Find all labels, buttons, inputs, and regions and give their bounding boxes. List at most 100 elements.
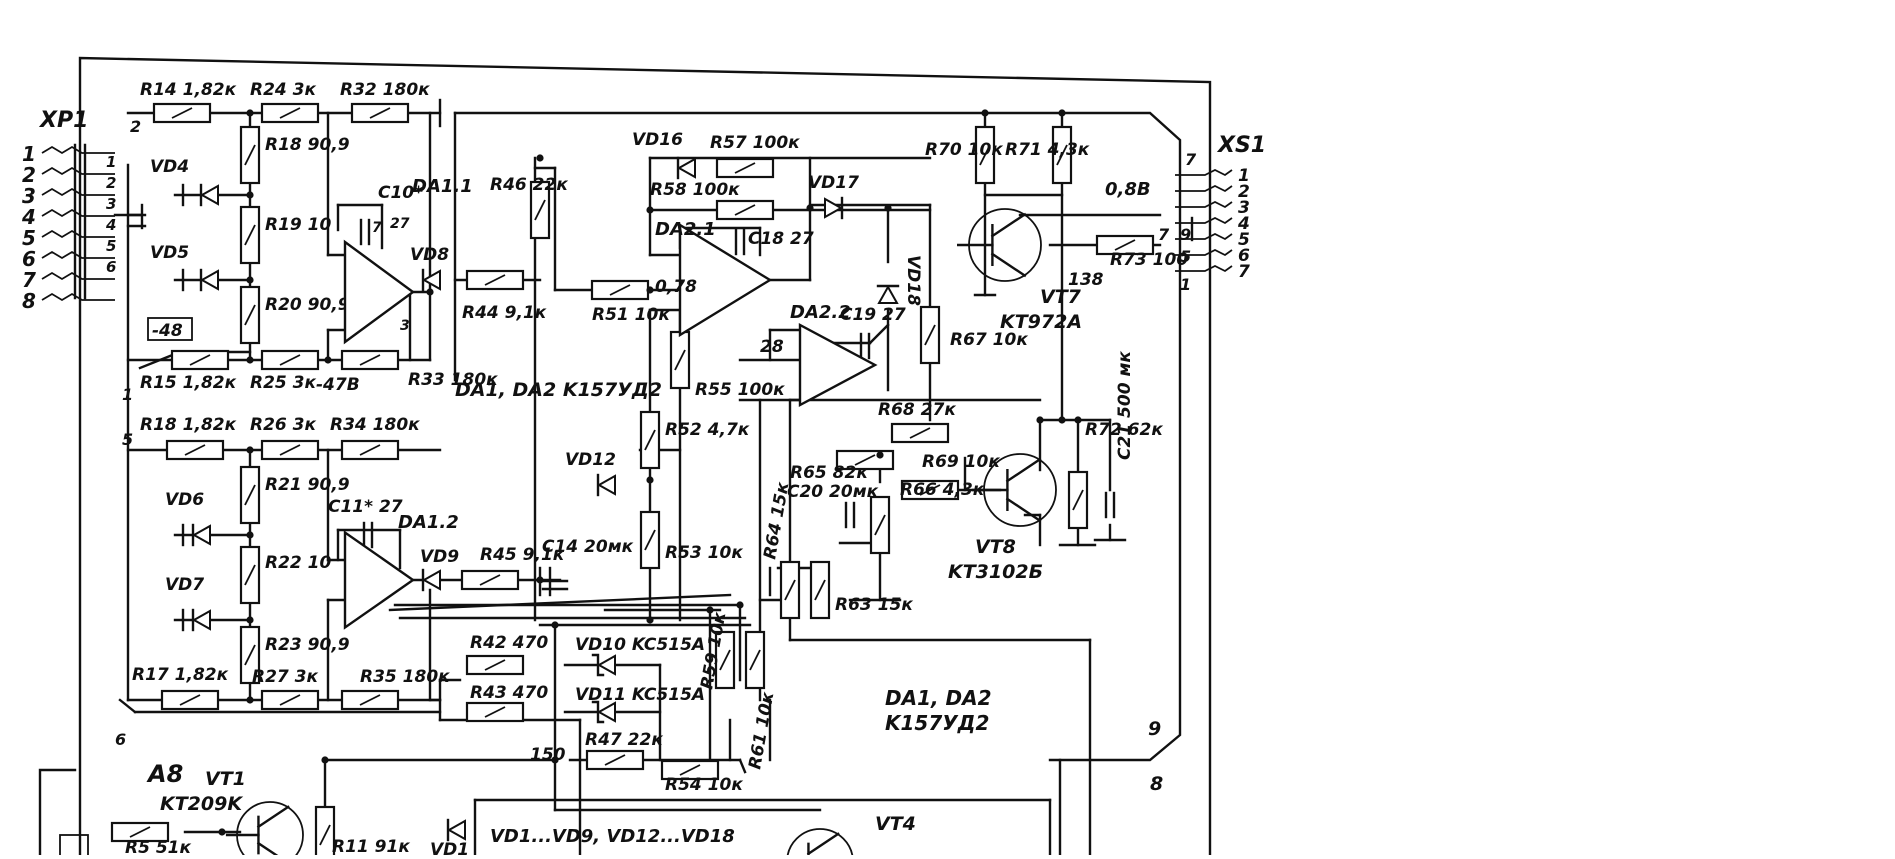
zener-label: VD10 KC515A [575, 635, 705, 655]
xp1-contact [41, 145, 115, 155]
resistor-r17: R17 1,82к [132, 665, 229, 711]
resistor-label: R65 82к [790, 463, 868, 483]
resistor-label: R35 180к [360, 667, 450, 687]
xp1-pin-number: 7 [22, 268, 36, 292]
junction-dot [426, 288, 434, 296]
diode-label: VD18 [903, 255, 923, 306]
diode-vd7: VD7 [165, 575, 211, 632]
resistor-label: R55 100к [695, 380, 785, 400]
resistor-r67: R67 10к [919, 305, 1028, 365]
opamp-label: DA1.2 [398, 512, 459, 533]
resistor-r19: R19 10 [239, 205, 331, 265]
node-label: 28 [760, 337, 784, 357]
resistor-r42: R42 470 [465, 633, 548, 676]
capacitor-c10: C10* [359, 183, 423, 246]
capacitor-label: C19 27 [840, 305, 906, 325]
capacitor-c19: C19 27 [840, 305, 906, 360]
resistor-label: R24 3к [250, 80, 316, 100]
xp1-contact [41, 208, 115, 218]
zener-vd11: VD11 KC515A [575, 685, 705, 724]
junction-dot [1074, 416, 1082, 424]
capacitor-c21: C21 500 мк [1104, 351, 1135, 519]
resistor-r51: R51 10к [590, 279, 670, 325]
xs1-contact [1175, 264, 1233, 273]
resistor-r61: R61 10к [744, 630, 779, 771]
diode-label: VD5 [150, 243, 189, 263]
resistor-label: R70 10к [925, 140, 1003, 160]
junction-dot [218, 828, 226, 836]
xs1-side-number: 7 [1158, 225, 1170, 244]
capacitor-c14: C14 20мк [541, 537, 634, 591]
resistor-r34: R34 180к [330, 415, 420, 461]
resistor-r55: R55 100к [669, 330, 785, 400]
capacitor-c18: C18 27 [734, 228, 814, 256]
opamp-da1-2: DA1.2 [343, 512, 459, 630]
node-label: 9 [1148, 718, 1161, 740]
diode-label: VD17 [808, 173, 859, 193]
resistor-label: R42 470 [470, 633, 548, 653]
resistor-label: R69 10к [922, 452, 1000, 472]
resistor-label: R25 3к [250, 373, 316, 393]
resistor-r44: R44 9,1к [462, 269, 547, 323]
junction-dot [536, 154, 544, 162]
junction-dot [536, 576, 544, 584]
xp1-side-number: 1 [106, 153, 116, 171]
junction-dot [876, 451, 884, 459]
resistor-label: R71 4,3к [1005, 140, 1090, 160]
resistor-r71: R71 4,3к [1005, 125, 1090, 185]
xs1-label: XS1 [1216, 133, 1266, 158]
xs1-contact [1175, 216, 1233, 225]
junction-dot [981, 109, 989, 117]
resistor-label: R47 22к [585, 730, 663, 750]
resistor-label: R26 3к [250, 415, 316, 435]
board-outline [78, 56, 1212, 857]
pin-label: 2 [130, 117, 141, 136]
capacitor-label: C10* [378, 183, 423, 203]
pin-label: 3 [400, 318, 410, 334]
xs1-contact [1175, 200, 1233, 209]
xp1-pin-number: 6 [22, 247, 36, 271]
pin-label: 1 [122, 385, 133, 404]
resistor-r63: R63 15к [809, 560, 913, 620]
diode-label: VD4 [150, 157, 189, 177]
note-da1-da2-bottom: DA1, DA2 [885, 686, 992, 710]
junction-dot [706, 606, 714, 614]
diode-vd6: VD6 [165, 490, 211, 547]
junction-dot [646, 616, 654, 624]
resistor-label: R43 470 [470, 683, 548, 703]
transistor-ref: VT4 [875, 813, 916, 835]
resistor-label: R53 10к [665, 543, 743, 563]
pin-label: 27 [390, 216, 410, 232]
resistor-label: R63 15к [835, 595, 913, 615]
resistor-label: R58 100к [650, 180, 740, 200]
diode-label: VD1 [430, 840, 469, 855]
resistor-label: R18 1,82к [140, 415, 237, 435]
junction-dot [646, 476, 654, 484]
resistor-r15: R15 1,82к [140, 349, 237, 393]
resistor-r33: R33 180к [340, 349, 498, 390]
resistor-label: R67 10к [950, 330, 1028, 350]
diode-vd1: VD1 [430, 818, 469, 859]
resistor-label: R19 10 [265, 215, 331, 235]
junction-dot [246, 616, 254, 624]
xp1-side-number: 3 [106, 195, 116, 213]
resistor-label: R46 22к [490, 175, 568, 195]
resistor-label: R11 91к [332, 837, 410, 855]
xp1-side-number: 5 [106, 237, 116, 255]
junction-dot [321, 756, 329, 764]
resistor-label: R20 90,9 [265, 295, 350, 315]
resistor-r45: R45 9,1к [460, 545, 565, 591]
junction-dot [1036, 416, 1044, 424]
resistor-label: R61 10к [745, 690, 778, 771]
resistor-r11: R11 91к [314, 805, 410, 859]
diode-label: VD12 [565, 450, 616, 470]
diode-vd5: VD5 [150, 243, 219, 292]
xp1-label: XP1 [38, 108, 88, 133]
resistor-label: R57 100к [710, 133, 800, 153]
resistor-label: R73 100 [1110, 250, 1188, 270]
opamp-da2-2: DA2.2 [790, 302, 878, 407]
